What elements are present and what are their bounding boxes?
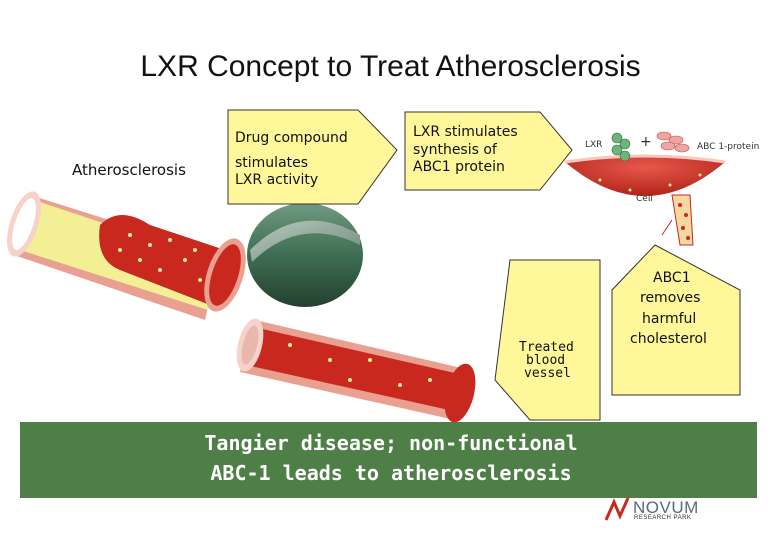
logo-name: NOVUM [633,498,699,517]
abc1-line4: cholesterol [630,331,707,347]
drug-callout-line1: Drug compound [235,130,348,146]
abc1-callout [611,244,741,396]
treated-line3: vessel [524,366,571,381]
summary-banner-text: Tangier disease; non-functional ABC-1 le… [176,428,606,488]
page-title: LXR Concept to Treat Atherosclerosis [140,50,641,83]
lxr-molecule [611,132,631,162]
abc1-line2: removes [640,290,701,306]
plus-sign: + [640,134,652,150]
treated-callout [494,259,601,421]
atherosclerotic-vessel [7,191,246,320]
treated-line2: blood [526,353,566,368]
summary-banner [20,422,757,498]
cell-label: Cell [636,194,653,204]
atherosclerosis-label: Atherosclerosis [72,161,186,179]
cell-illustration [564,131,726,246]
banner-line1: Tangier disease; non-functional [204,431,578,455]
lxr-callout [404,111,573,191]
banner-line2: ABC-1 leads to atherosclerosis [210,461,572,485]
novum-logo-mark [604,497,630,521]
drug-callout-line3: LXR activity [235,172,319,188]
drug-pill [247,203,363,307]
lxr-callout-line1: LXR stimulates [413,124,518,140]
treated-vessel [236,318,476,423]
drug-callout-line2: stimulates [235,155,309,171]
logo-subtitle: RESEARCH PARK [634,515,692,521]
abc1-line1: ABC1 [653,270,691,286]
drug-callout [227,109,398,205]
lxr-callout-line2: synthesis of [413,142,497,158]
lxr-label: LXR [585,140,603,150]
treated-line1: Treated [519,340,574,355]
lxr-callout-line3: ABC1 protein [413,159,505,175]
abc1-protein-label: ABC 1-protein [697,142,760,152]
abc1-protein-molecule [656,131,690,153]
abc1-line3: harmful [642,311,697,327]
